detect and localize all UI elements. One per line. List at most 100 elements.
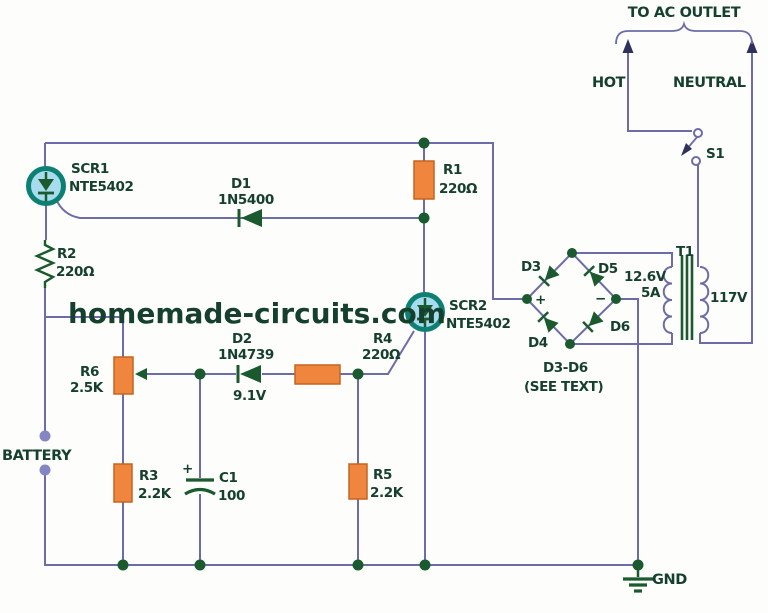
bridge-d6-label: D6 (610, 319, 630, 335)
bridge-d5-label: D5 (598, 261, 618, 277)
resistor-r1: R1 220Ω (413, 160, 478, 200)
resistor-r5: R5 2.2K (348, 463, 404, 501)
junction-dots (117, 137, 644, 571)
ac-outlet-group: TO AC OUTLET HOT NEUTRAL (592, 5, 758, 91)
diode-d2-icon (240, 365, 261, 383)
outlet-brace-icon (615, 20, 753, 45)
transformer-ref: T1 (676, 244, 694, 260)
diode-d3-icon (538, 265, 560, 287)
outlet-title: TO AC OUTLET (628, 5, 741, 21)
resistor-r5-body (348, 463, 368, 500)
r5-ref-label: R5 (373, 467, 392, 483)
junction-dot (418, 137, 430, 149)
resistor-r3-body (113, 463, 133, 503)
junction-dot (418, 212, 430, 224)
resistor-r4-body (294, 364, 341, 385)
r2-val-label: 220Ω (56, 264, 95, 280)
diode-d5-icon (583, 265, 605, 287)
r1-val-label: 220Ω (439, 181, 478, 197)
diode-d1-icon (241, 209, 262, 227)
junction-dot (632, 559, 644, 571)
diode-d2: D2 1N4739 9.1V (218, 331, 274, 404)
d2-part-label: 1N4739 (218, 347, 274, 363)
bridge-rectifier: D3 D5 D4 D6 + − D3-D6 (SEE TEXT) (521, 248, 630, 395)
d1-ref-label: D1 (231, 176, 251, 192)
battery-negative-terminal (39, 464, 51, 476)
scr1-ref-label: SCR1 (71, 161, 109, 177)
scr2-part-label: NTE5402 (446, 316, 511, 332)
transformer-primary-coil (699, 266, 710, 334)
wire-top-rail (45, 142, 527, 300)
transformer-secondary-voltage: 12.6V (624, 269, 667, 285)
wire-bridge-bottom-ac (570, 333, 673, 345)
d1-part-label: 1N5400 (218, 192, 274, 208)
ground-label: GND (652, 572, 687, 588)
d2-ref-label: D2 (232, 331, 252, 347)
junction-dot (352, 368, 364, 380)
junction-dot (352, 559, 364, 571)
resistor-r2: R2 220Ω (34, 240, 95, 288)
ground-symbol: GND (623, 565, 688, 593)
scr1-part-label: NTE5402 (69, 179, 134, 195)
r6-val-label: 2.5K (70, 380, 104, 396)
resistor-r3: R3 2.2K (113, 463, 172, 503)
switch-contact-top (693, 128, 703, 138)
junction-dot (194, 559, 206, 571)
r6-ref-label: R6 (80, 364, 99, 380)
neutral-label: NEUTRAL (673, 75, 746, 91)
wire-ground-bus (44, 475, 638, 566)
r1-ref-label: R1 (443, 162, 462, 178)
r6-wiper-arrow-icon (135, 368, 147, 380)
c1-bottom-plate (184, 487, 216, 496)
wire-neutral-line (699, 50, 753, 344)
switch-s1: S1 (681, 128, 725, 166)
bridge-note-line2: (SEE TEXT) (524, 379, 603, 395)
switch-contact-bottom (691, 156, 701, 166)
r3-val-label: 2.2K (138, 486, 172, 502)
neutral-arrow-icon (746, 39, 758, 53)
scr2-ref-label: SCR2 (449, 298, 487, 314)
bridge-minus-label: − (595, 291, 606, 307)
wire-bridge-top-ac (572, 252, 673, 267)
bridge-minus-node (611, 294, 621, 304)
d2-voltage-label: 9.1V (233, 388, 267, 404)
junction-dot (419, 559, 431, 571)
battery-terminals: BATTERY (2, 430, 73, 476)
bridge-d3-label: D3 (521, 259, 541, 275)
r4-ref-label: R4 (373, 331, 392, 347)
bridge-plus-node (522, 294, 532, 304)
bridge-plus-label: + (535, 292, 546, 308)
bridge-bottom-node (565, 339, 575, 349)
junction-dot (194, 368, 206, 380)
transformer-primary-voltage: 117V (710, 290, 748, 306)
capacitor-c1: + C1 100 (182, 461, 245, 504)
transformer-secondary-coil (662, 266, 673, 334)
transformer-secondary-current: 5A (641, 285, 661, 301)
switch-lever-arrow-icon (681, 143, 692, 156)
scr1-triangle-icon (38, 179, 54, 191)
c1-ref-label: C1 (219, 470, 238, 486)
wire-minus-to-ground (616, 298, 639, 565)
scr1-symbol: SCR1 NTE5402 (26, 161, 134, 206)
hot-label: HOT (592, 75, 626, 91)
scr2-symbol: SCR2 NTE5402 (405, 292, 511, 332)
r4-val-label: 220Ω (362, 347, 401, 363)
battery-positive-terminal (39, 430, 51, 442)
r2-ref-label: R2 (57, 246, 76, 262)
r5-val-label: 2.2K (370, 485, 404, 501)
junction-dot (117, 559, 129, 571)
bridge-d4-label: D4 (528, 335, 548, 351)
resistor-r1-body (413, 160, 435, 200)
transformer-t1: T1 12.6V 5A 117V (624, 244, 748, 340)
diode-d1: D1 1N5400 (218, 176, 274, 227)
diode-d6-icon (582, 311, 604, 333)
wire-hot-line (627, 50, 692, 132)
resistor-r2-zigzag (34, 240, 56, 288)
resistor-r6: R6 2.5K (70, 356, 147, 396)
wire-divider-column (45, 316, 124, 565)
resistor-r6-body (113, 356, 134, 395)
switch-label: S1 (706, 146, 724, 162)
c1-val-label: 100 (218, 488, 245, 504)
bridge-note-line1: D3-D6 (543, 360, 588, 376)
